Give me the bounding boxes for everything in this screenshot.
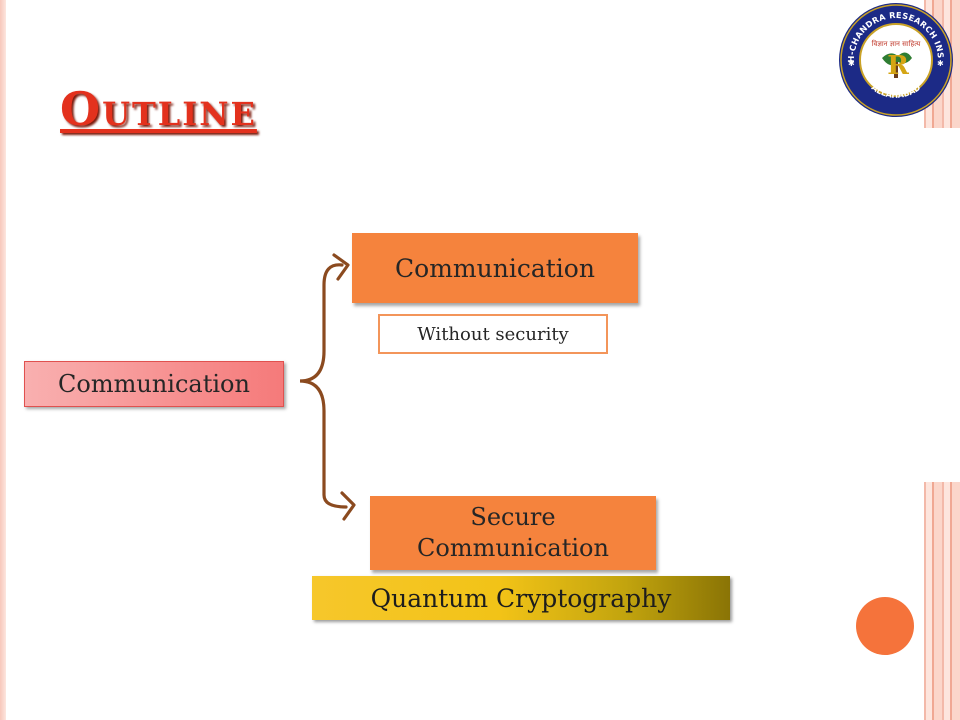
root-communication-box: Communication [24,361,284,407]
communication-box: Communication [352,233,638,303]
trunk-icon [894,62,898,78]
without-security-note: Without security [378,314,608,354]
secure-line-2: Communication [417,534,609,562]
secure-communication-box: Secure Communication [370,496,656,570]
logo-monogram: R [887,51,909,81]
secure-line-1: Secure [470,502,556,531]
slide-title: Outline [60,82,257,136]
branch-brace-connector [299,253,356,521]
logo-star-icon: ✱ [848,59,855,68]
left-border-decoration [0,0,6,720]
logo-motto: विज्ञान ज्ञान साहित्य [872,39,922,48]
arrow-head-lower-icon [340,491,356,521]
accent-circle-decoration [856,597,914,655]
logo-star-icon: ✱ [937,59,944,68]
quantum-cryptography-box: Quantum Cryptography [312,576,730,620]
tree-icon [882,52,912,66]
institute-logo: HARISH-CHANDRA RESEARCH INSTITUTE ALLAHA… [836,0,953,117]
bottom-right-stripes [924,482,960,720]
arrow-head-upper-icon [332,253,350,281]
